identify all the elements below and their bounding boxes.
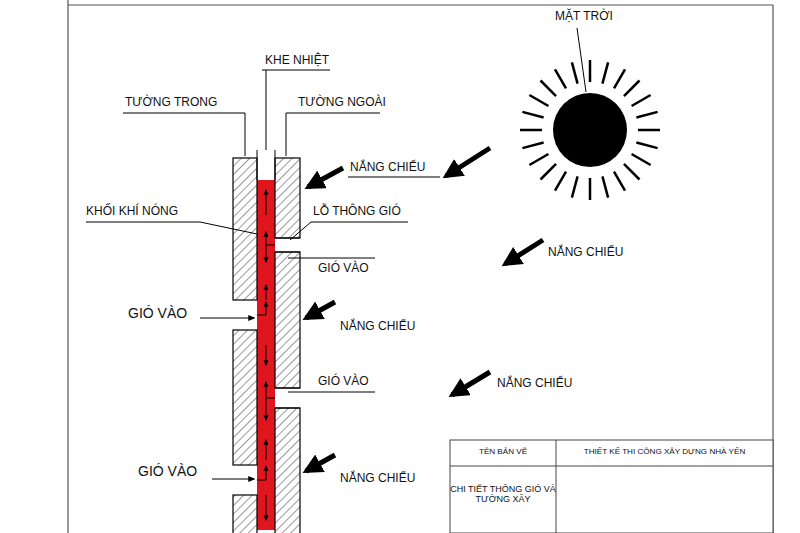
- sun-symbol: [520, 60, 660, 200]
- drawing-frame: [68, 0, 773, 533]
- part-label: TƯỜNG TRONG: [125, 96, 217, 110]
- sunlight-label: NẮNG CHIẾU: [548, 246, 623, 260]
- sun-ray: [638, 129, 660, 132]
- sun-ray: [522, 112, 543, 118]
- part-label: KHỐI KHÍ NÓNG: [86, 205, 178, 219]
- sun-ray: [632, 95, 651, 106]
- sun-ray: [555, 69, 566, 88]
- table-cell: THIẾT KẾ THI CÔNG XÂY DỰNG NHÀ YẾN: [556, 447, 773, 456]
- inlet-label: GIÓ VÀO: [138, 463, 197, 479]
- sun-label: MẶT TRỜI: [555, 10, 613, 24]
- sun-ray: [541, 164, 557, 180]
- inlet-label: GIÓ VÀO: [318, 375, 369, 389]
- inner-wall: [233, 158, 257, 533]
- sunlight-label: NẮNG CHIẾU: [340, 320, 415, 334]
- sun-ray: [572, 62, 578, 83]
- sunlight-arrow: [306, 148, 543, 471]
- sun-ray: [624, 164, 640, 180]
- sun-ray: [572, 176, 578, 197]
- sun-ray: [624, 81, 640, 97]
- sun-ray: [589, 60, 592, 82]
- airflow-arrow: [257, 190, 275, 520]
- sun-ray: [602, 62, 608, 83]
- sun-ray: [636, 142, 657, 148]
- inlet-arrow: [200, 318, 254, 479]
- sun-ray: [614, 69, 625, 88]
- inlet-label: GIÓ VÀO: [128, 305, 187, 321]
- sun-ray: [529, 154, 548, 165]
- leader-line: [86, 28, 586, 392]
- table-cell: TÊN BẢN VẼ: [450, 447, 556, 456]
- vent-pipe: [275, 238, 300, 408]
- sun-ray: [541, 81, 557, 97]
- part-label: TƯỜNG NGOÀI: [298, 96, 386, 110]
- sunlight-label: NẮNG CHIẾU: [340, 472, 415, 486]
- sun-ray: [520, 129, 542, 132]
- sun-ray: [636, 112, 657, 118]
- part-label: KHE NHIỆT: [265, 54, 329, 68]
- sun-ray: [529, 95, 548, 106]
- hot-air-channel: [257, 180, 275, 530]
- sun-ray: [555, 172, 566, 191]
- table-cell: CHI TIẾT THÔNG GIÓ VÀ TƯỜNG XÂY: [450, 484, 556, 505]
- sunlight-label: NẮNG CHIẾU: [497, 377, 572, 391]
- sun-ray: [614, 172, 625, 191]
- sun-ray: [632, 154, 651, 165]
- sunlight-label: NẮNG CHIẾU: [350, 161, 425, 175]
- outer-wall: [275, 158, 300, 533]
- sun-ray: [589, 178, 592, 200]
- sun-ray: [602, 176, 608, 197]
- thermal-gap: [257, 150, 275, 180]
- sun-ray: [522, 142, 543, 148]
- part-label: LỖ THÔNG GIÓ: [313, 205, 401, 219]
- inlet-label: GIÓ VÀO: [318, 262, 369, 276]
- title-block: [450, 440, 773, 533]
